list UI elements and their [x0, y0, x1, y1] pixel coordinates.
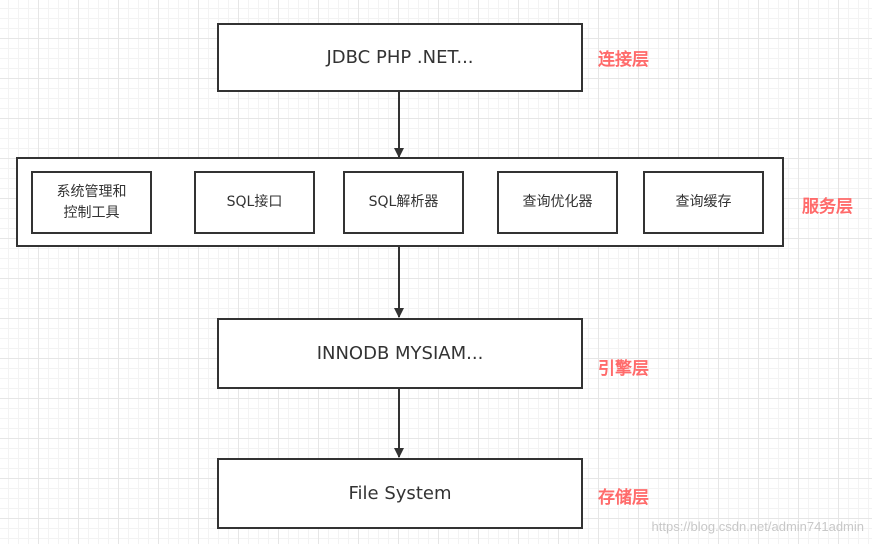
- service-item-query-optimizer: 查询优化器: [497, 171, 618, 234]
- service-item-sql-parser: SQL解析器: [343, 171, 464, 234]
- engine-layer-label: 引擎层: [598, 359, 649, 379]
- storage-layer-box: File System: [217, 458, 583, 529]
- service-layer-label: 服务层: [802, 197, 853, 217]
- service-item-label: 查询优化器: [522, 194, 593, 210]
- service-item-label: 系统管理和 控制工具: [56, 183, 127, 221]
- storage-layer-text: File System: [348, 483, 452, 504]
- engine-layer-text: INNODB MYSIAM...: [316, 343, 484, 364]
- service-item-label: SQL解析器: [368, 194, 439, 210]
- service-item-query-cache: 查询缓存: [643, 171, 764, 234]
- watermark-text: https://blog.csdn.net/admin741admin: [651, 519, 864, 534]
- storage-layer-label: 存储层: [598, 488, 649, 508]
- engine-layer-box: INNODB MYSIAM...: [217, 318, 583, 389]
- service-item-label: 查询缓存: [675, 194, 732, 210]
- service-item-admin-tools: 系统管理和 控制工具: [31, 171, 152, 234]
- connection-layer-box: JDBC PHP .NET...: [217, 23, 583, 92]
- service-item-label: SQL接口: [226, 194, 283, 210]
- connection-layer-label: 连接层: [598, 50, 649, 70]
- connection-layer-text: JDBC PHP .NET...: [326, 47, 474, 68]
- service-item-sql-interface: SQL接口: [194, 171, 315, 234]
